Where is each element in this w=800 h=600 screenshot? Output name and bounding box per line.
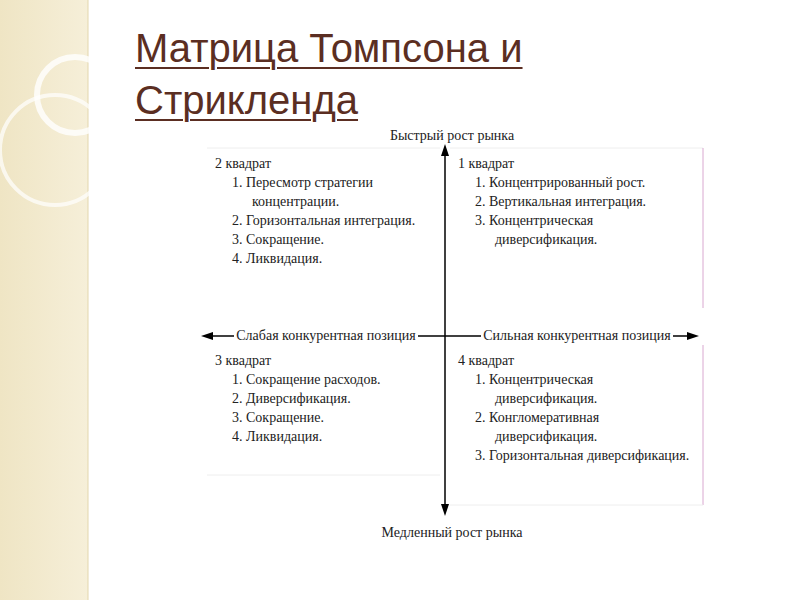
slide-title: Матрица Томпсона и Стрикленда bbox=[135, 22, 615, 126]
frame-line bbox=[703, 148, 704, 308]
strategy-item: 2. Вертикальная интеграция. bbox=[458, 192, 694, 211]
axis-label: Медленный рост рынка bbox=[380, 525, 525, 541]
strategy-item: 1. Концентрированный рост. bbox=[458, 173, 694, 192]
frame-line bbox=[207, 475, 440, 476]
strategy-item: 3. Концентрическая диверсификация. bbox=[458, 211, 694, 249]
strategy-item: 3. Сокращение. bbox=[215, 408, 434, 427]
axis-arrowhead bbox=[441, 504, 449, 516]
side-strip bbox=[0, 0, 88, 600]
quadrant-heading: 3 квадрат bbox=[215, 351, 434, 370]
strategy-item: 1. Концентрическая диверсификация. bbox=[458, 370, 694, 408]
axis-label: Быстрый рост рынка bbox=[388, 128, 516, 144]
strategy-item: 2. Диверсификация. bbox=[215, 389, 434, 408]
frame-line bbox=[450, 505, 703, 506]
quadrant-box: 2 квадрат1. Пересмотр стратегии концентр… bbox=[207, 150, 440, 272]
axis-arrowhead bbox=[687, 332, 699, 340]
frame-line bbox=[450, 148, 703, 149]
frame-line bbox=[207, 148, 440, 149]
strategy-item: 4. Ликвидация. bbox=[215, 427, 434, 446]
axis-label: Сильная конкурентная позиция bbox=[481, 328, 672, 344]
quadrant-box: 3 квадрат1. Сокращение расходов.2. Дивер… bbox=[207, 347, 440, 450]
strip-edge bbox=[88, 0, 89, 600]
strategy-item: 2. Конгломеративная диверсификация. bbox=[458, 408, 694, 446]
strategy-item: 1. Пересмотр стратегии концентрации. bbox=[215, 173, 434, 211]
strategy-item: 3. Сокращение. bbox=[215, 230, 434, 249]
quadrant-heading: 4 квадрат bbox=[458, 351, 694, 370]
axis-label: Слабая конкурентная позиция bbox=[234, 328, 417, 344]
quadrant-box: 4 квадрат1. Концентрическая диверсификац… bbox=[450, 347, 700, 469]
quadrant-heading: 1 квадрат bbox=[458, 154, 694, 173]
strategy-item: 4. Ликвидация. bbox=[215, 249, 434, 268]
strategy-item: 2. Горизонтальная интеграция. bbox=[215, 211, 434, 230]
axis-arrowhead bbox=[201, 332, 213, 340]
quadrant-box: 1 квадрат1. Концентрированный рост.2. Ве… bbox=[450, 150, 700, 253]
deco-circle bbox=[0, 95, 110, 205]
quadrant-heading: 2 квадрат bbox=[215, 154, 434, 173]
strategy-item: 1. Сокращение расходов. bbox=[215, 370, 434, 389]
axis-arrowhead bbox=[441, 144, 449, 156]
axis-line bbox=[444, 150, 446, 510]
frame-line bbox=[703, 345, 704, 505]
strategy-item: 3. Горизонтальная диверсификация. bbox=[458, 446, 694, 465]
